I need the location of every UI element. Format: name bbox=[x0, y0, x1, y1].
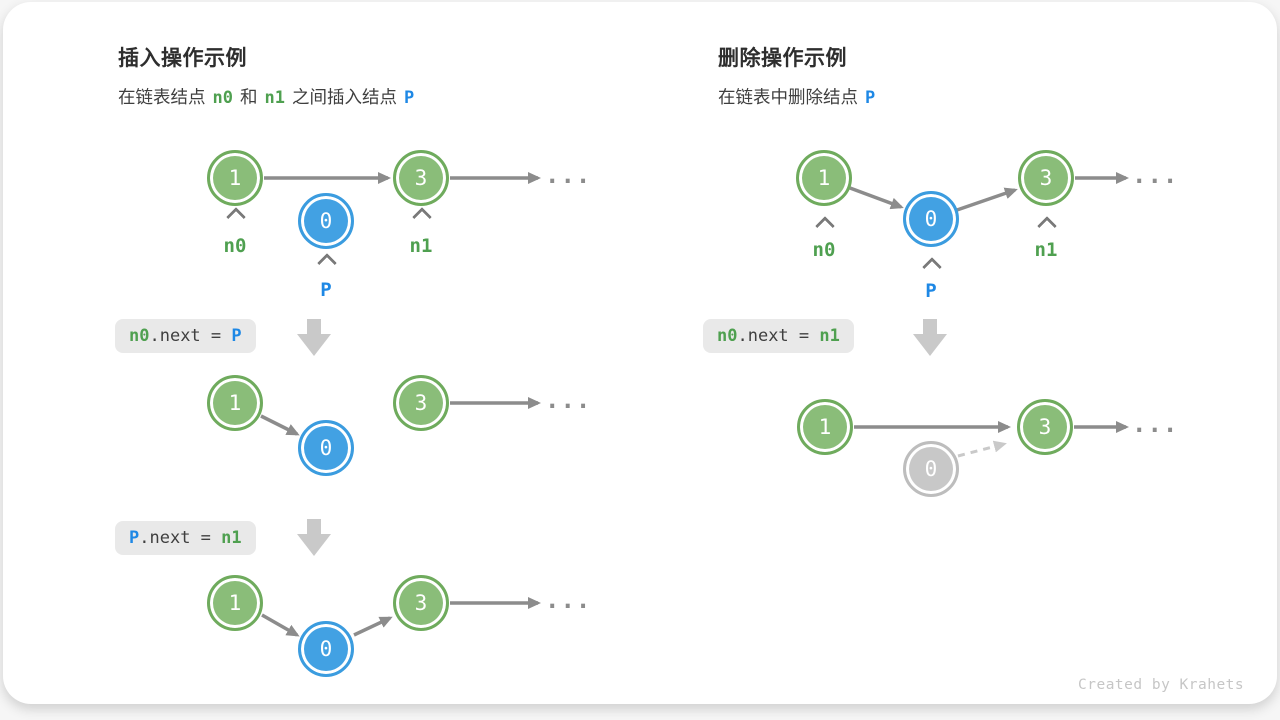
code-keyword: n0 bbox=[717, 326, 738, 346]
code-statement: n0.next = P bbox=[115, 319, 256, 353]
list-node-p: 0 bbox=[298, 193, 354, 249]
node-value: 0 bbox=[924, 457, 938, 481]
code-text: .next = bbox=[139, 528, 222, 548]
list-node-3: 3 bbox=[1017, 399, 1073, 455]
node-value: 1 bbox=[228, 591, 242, 615]
keyword-p: P bbox=[865, 88, 876, 108]
node-value: 3 bbox=[1039, 166, 1053, 190]
node-label-n0: n0 bbox=[812, 239, 836, 261]
list-node-1: 1 bbox=[207, 575, 263, 631]
insert-panel-title: 插入操作示例 bbox=[118, 47, 247, 70]
removed-node-p: 0 bbox=[903, 441, 959, 497]
code-keyword: P bbox=[129, 528, 140, 548]
subtitle-text: 在链表中删除结点 bbox=[718, 87, 858, 107]
node-value: 1 bbox=[228, 166, 242, 190]
keyword-n0: n0 bbox=[212, 88, 233, 108]
subtitle-text: 之间插入结点 bbox=[291, 87, 397, 107]
node-value: 1 bbox=[818, 415, 832, 439]
removed-link-dashed-arrow bbox=[957, 440, 1007, 458]
node-value: 0 bbox=[924, 207, 938, 231]
delete-panel-subtitle: 在链表中删除结点 P bbox=[718, 84, 882, 109]
ellipsis: ... bbox=[545, 586, 592, 614]
node-value: 0 bbox=[319, 209, 333, 233]
node-label-n0: n0 bbox=[223, 235, 247, 257]
keyword-p: P bbox=[403, 88, 415, 108]
node-label-n1: n1 bbox=[1034, 239, 1058, 261]
node-value: 0 bbox=[319, 637, 333, 661]
node-label-n1: n1 bbox=[409, 235, 433, 257]
ellipsis: ... bbox=[1132, 161, 1179, 189]
list-node-3: 3 bbox=[393, 575, 449, 631]
keyword-n1: n1 bbox=[264, 88, 285, 108]
link-arrow-p-n1 bbox=[353, 616, 393, 637]
node-label-p: P bbox=[320, 279, 332, 301]
arrow-down-icon bbox=[913, 319, 947, 356]
credit-watermark: Created by Krahets bbox=[1078, 677, 1245, 693]
code-text: .next = bbox=[149, 326, 232, 346]
link-arrow-n0-p bbox=[849, 186, 904, 210]
list-node-p: 0 bbox=[903, 191, 959, 247]
node-value: 3 bbox=[414, 391, 428, 415]
list-node-p: 0 bbox=[298, 420, 354, 476]
code-keyword: n1 bbox=[819, 326, 840, 346]
ellipsis: ... bbox=[1132, 410, 1179, 438]
code-statement: n0.next = n1 bbox=[703, 319, 854, 353]
node-value: 0 bbox=[319, 436, 333, 460]
code-keyword: n1 bbox=[221, 528, 242, 548]
list-node-1: 1 bbox=[207, 150, 263, 206]
code-statement: P.next = n1 bbox=[115, 521, 256, 555]
node-value: 3 bbox=[414, 591, 428, 615]
arrow-down-icon bbox=[297, 519, 331, 556]
list-node-1: 1 bbox=[797, 399, 853, 455]
arrow-down-icon bbox=[297, 319, 331, 356]
link-arrow-p-n1 bbox=[956, 187, 1018, 212]
list-node-1: 1 bbox=[207, 375, 263, 431]
node-value: 3 bbox=[1038, 415, 1052, 439]
node-value: 1 bbox=[817, 166, 831, 190]
ellipsis: ... bbox=[545, 161, 592, 189]
list-node-p: 0 bbox=[298, 621, 354, 677]
node-label-p: P bbox=[925, 280, 937, 302]
node-value: 3 bbox=[414, 166, 428, 190]
insert-panel-subtitle: 在链表结点 n0 和 n1 之间插入结点 P bbox=[118, 84, 421, 109]
list-node-3: 3 bbox=[1018, 150, 1074, 206]
list-node-3: 3 bbox=[393, 150, 449, 206]
delete-panel-title: 删除操作示例 bbox=[718, 47, 847, 70]
link-arrow-n0-p bbox=[260, 414, 300, 436]
list-node-1: 1 bbox=[796, 150, 852, 206]
ellipsis: ... bbox=[545, 386, 592, 414]
code-keyword: P bbox=[231, 326, 242, 346]
code-keyword: n0 bbox=[129, 326, 150, 346]
list-node-3: 3 bbox=[393, 375, 449, 431]
subtitle-text: 在链表结点 bbox=[118, 87, 206, 107]
node-value: 1 bbox=[228, 391, 242, 415]
code-text: .next = bbox=[737, 326, 820, 346]
link-arrow-n0-p bbox=[261, 613, 300, 637]
subtitle-text: 和 bbox=[239, 87, 258, 107]
